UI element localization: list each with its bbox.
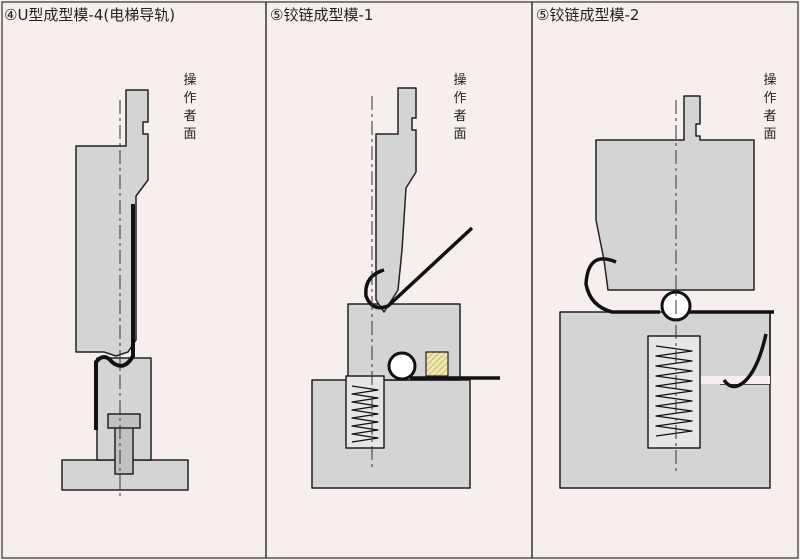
operator-side-label-1: 操作者面	[183, 73, 197, 142]
operator-side-label-3: 操作者面	[763, 73, 777, 142]
upper-punch-2	[595, 95, 755, 291]
spring-coil-2	[655, 345, 693, 437]
panel-3-title: ⑤铰链成型模-2	[536, 6, 640, 24]
panel-3-drawing	[559, 95, 774, 489]
hinge-hook-right	[722, 333, 768, 389]
lower-die-block	[311, 379, 471, 489]
hinge-sheet-left	[584, 257, 660, 314]
hinge-sheet-upper	[364, 226, 474, 310]
hinge-roll	[387, 351, 417, 381]
panel-2-title: ⑤铰链成型模-1	[270, 6, 374, 24]
spring-pocket-2	[647, 335, 701, 449]
rail-sheet	[94, 204, 135, 430]
upper-punch-hinge	[375, 87, 417, 313]
upper-punch	[75, 89, 149, 357]
notch-gap	[700, 376, 770, 384]
operator-side-label-2: 操作者面	[453, 73, 467, 142]
bolt-head	[107, 413, 141, 429]
panel-1-title: ④U型成型模-4(电梯导轨)	[4, 6, 176, 24]
spring-coil	[351, 385, 379, 443]
yellow-pad	[425, 351, 449, 377]
panel-1-drawing	[61, 89, 189, 500]
panel-2-drawing	[311, 87, 500, 489]
